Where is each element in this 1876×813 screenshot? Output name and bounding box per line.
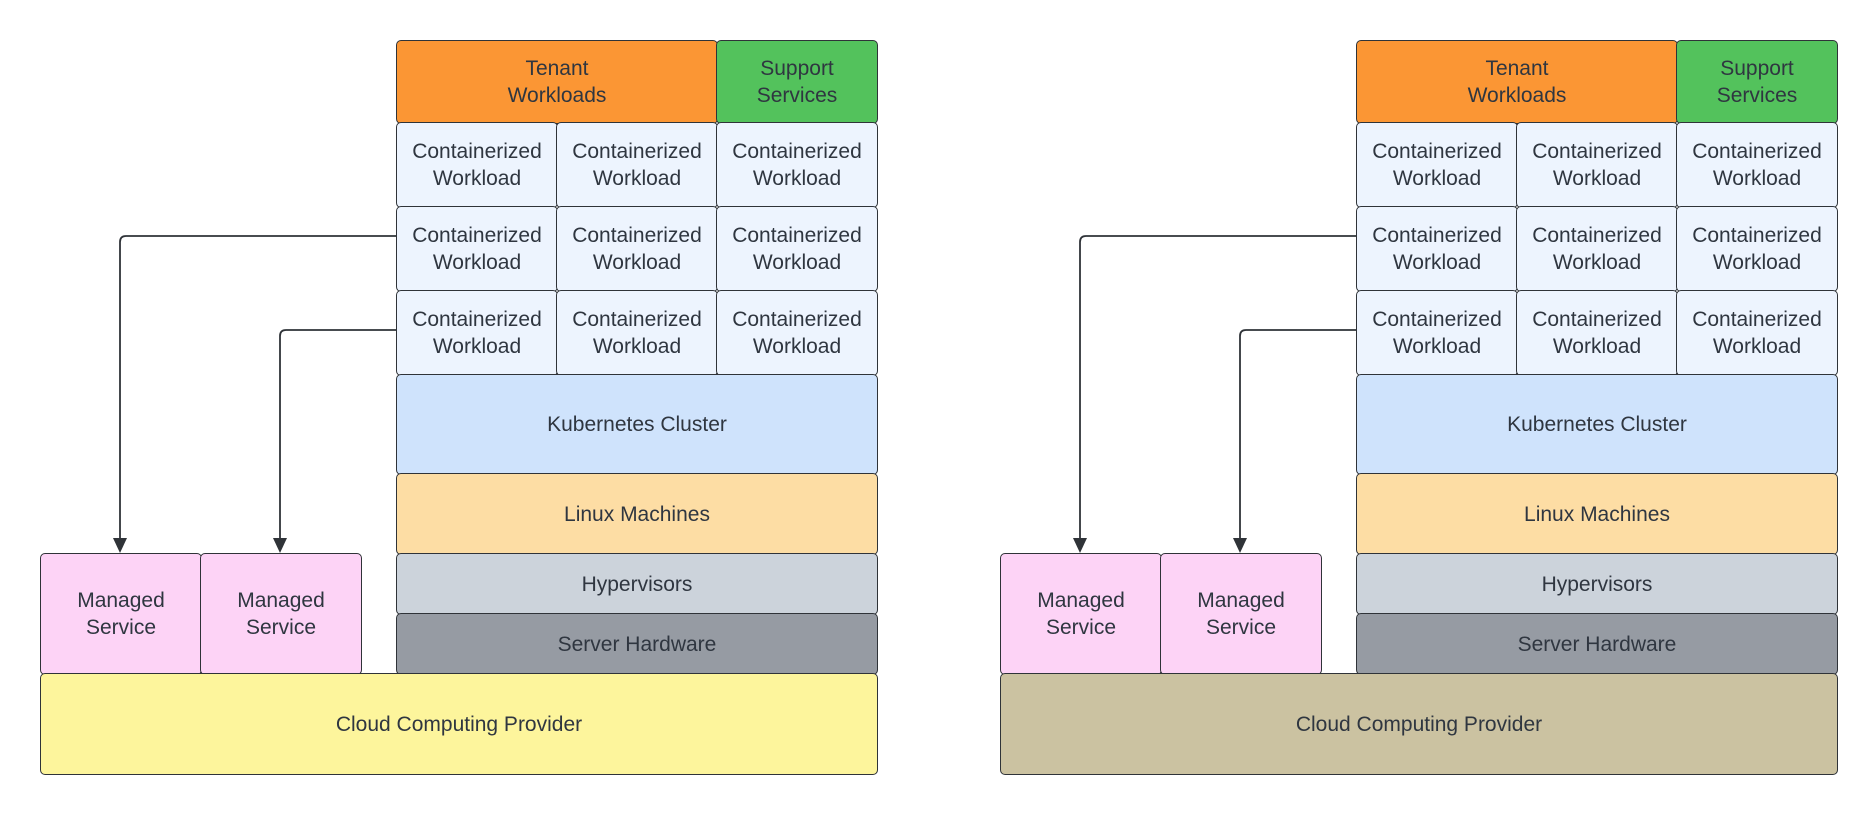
support-services-box: Support Services [1676,40,1838,124]
workload-r1-c3: Containerized Workload [1676,122,1838,208]
kubernetes-cluster-box: Kubernetes Cluster [1356,374,1838,475]
workload-r3-c3: Containerized Workload [716,290,878,376]
workload-r2-c1: Containerized Workload [1356,206,1518,292]
hypervisors-box: Hypervisors [396,553,878,615]
workload-r2-c2: Containerized Workload [556,206,718,292]
arrowhead-managed-2 [273,538,287,553]
workload-r2-c2: Containerized Workload [1516,206,1678,292]
workload-r2-c1: Containerized Workload [396,206,558,292]
cloud-computing-provider-box: Cloud Computing Provider [40,673,878,775]
workload-r3-c2: Containerized Workload [556,290,718,376]
workload-r1-c1: Containerized Workload [1356,122,1518,208]
workload-r1-c2: Containerized Workload [1516,122,1678,208]
arrow-workload-to-managed-1 [119,235,396,543]
workload-r1-c2: Containerized Workload [556,122,718,208]
tenant-workloads-box: Tenant Workloads [396,40,718,124]
workload-r2-c3: Containerized Workload [716,206,878,292]
arrow-workload-to-managed-2 [1239,329,1356,543]
cloud-computing-provider-box: Cloud Computing Provider [1000,673,1838,775]
workload-r3-c2: Containerized Workload [1516,290,1678,376]
linux-machines-box: Linux Machines [1356,473,1838,555]
tenant-workloads-box: Tenant Workloads [1356,40,1678,124]
diagram-left: Tenant Workloads Support Services Contai… [40,40,878,775]
workload-r3-c1: Containerized Workload [396,290,558,376]
kubernetes-cluster-box: Kubernetes Cluster [396,374,878,475]
managed-service-box-2: Managed Service [1160,553,1322,675]
workload-r2-c3: Containerized Workload [1676,206,1838,292]
server-hardware-box: Server Hardware [396,613,878,675]
server-hardware-box: Server Hardware [1356,613,1838,675]
arrow-workload-to-managed-2 [279,329,396,543]
arrowhead-managed-1 [113,538,127,553]
support-services-box: Support Services [716,40,878,124]
workload-r3-c3: Containerized Workload [1676,290,1838,376]
managed-service-box-1: Managed Service [40,553,202,675]
managed-service-box-1: Managed Service [1000,553,1162,675]
arrow-workload-to-managed-1 [1079,235,1356,543]
arrowhead-managed-2 [1233,538,1247,553]
arrowhead-managed-1 [1073,538,1087,553]
diagram-right: Tenant Workloads Support Services Contai… [960,0,1876,813]
workload-r1-c1: Containerized Workload [396,122,558,208]
hypervisors-box: Hypervisors [1356,553,1838,615]
workload-r1-c3: Containerized Workload [716,122,878,208]
workload-r3-c1: Containerized Workload [1356,290,1518,376]
managed-service-box-2: Managed Service [200,553,362,675]
linux-machines-box: Linux Machines [396,473,878,555]
